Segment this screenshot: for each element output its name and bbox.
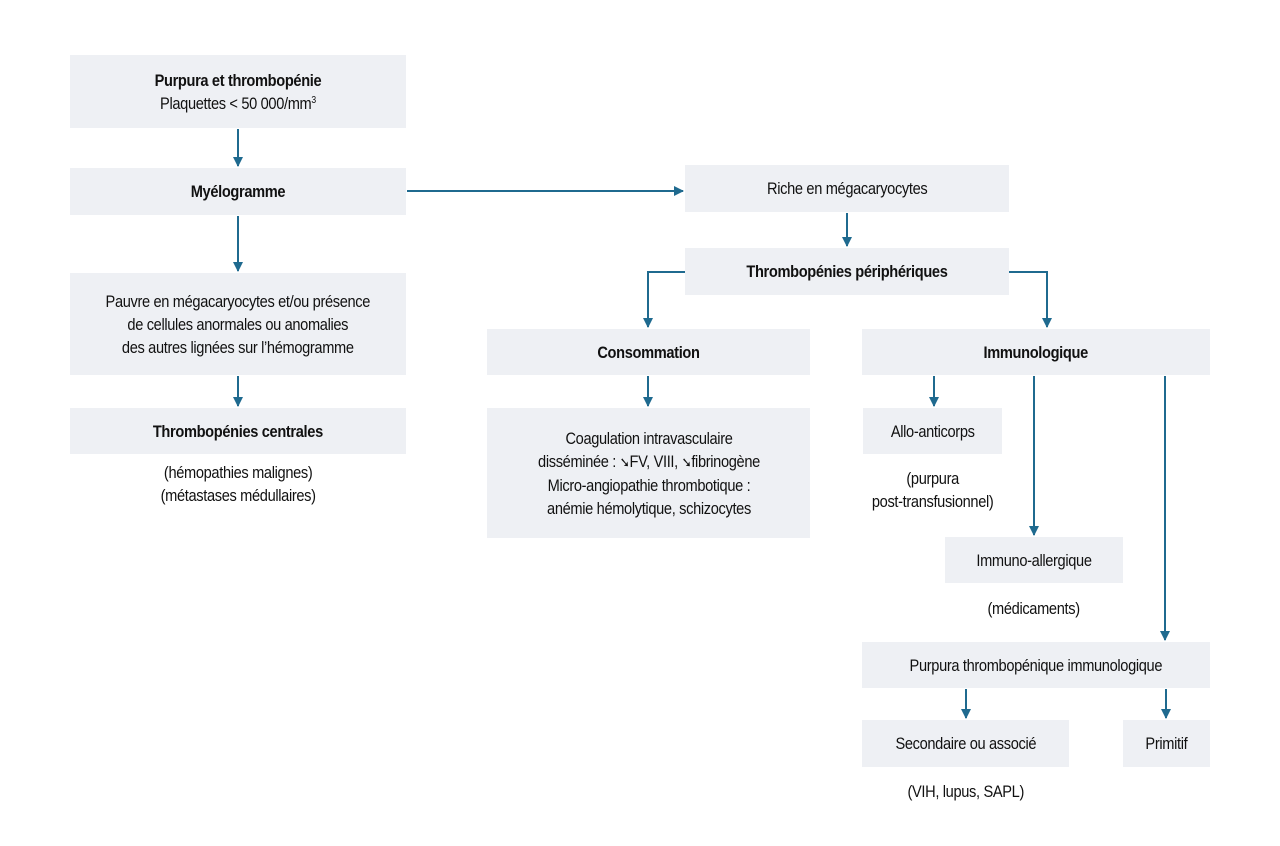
note-line: (purpura [906,469,960,488]
node-riche: Riche en mégacaryocytes [685,165,1009,212]
node-pauvre: Pauvre en mégacaryocytes et/ou présence … [70,273,406,375]
unit-exponent: 3 [311,94,316,106]
node-peripheriques-label: Thrombopénies périphériques [746,262,948,281]
note-line: (VIH, lupus, SAPL) [907,782,1024,801]
node-coagulation-line: disséminée : ➘FV, VIII, ➘fibrinogène [538,450,760,474]
note-line: (métastases médullaires) [160,486,316,505]
node-consommation: Consommation [487,329,810,375]
node-purpura: Purpura et thrombopénie Plaquettes < 50 … [70,55,406,128]
node-centrales: Thrombopénies centrales [70,408,406,454]
decrease-arrow-icon: ➘ [619,453,630,470]
node-riche-label: Riche en mégacaryocytes [766,179,928,198]
platelet-threshold: Plaquettes < 50 000/mm [160,93,312,113]
node-secondaire: Secondaire ou associé [862,720,1069,767]
note-line: (médicaments) [987,599,1081,618]
node-immuno-allergique-label: Immuno-allergique [976,550,1092,570]
node-immunologique-label: Immunologique [983,342,1089,362]
node-primitif-label: Primitif [1145,734,1188,753]
node-allo: Allo-anticorps [863,408,1002,454]
edge-peripheriques-immunologique [1009,271,1052,328]
text-fragment: disséminée : [537,451,620,471]
node-pauvre-line: Pauvre en mégacaryocytes et/ou présence [105,291,371,311]
node-centrales-notes: (hémopathies malignes) (métastases médul… [70,461,406,507]
node-pti-label: Purpura thrombopénique immunologique [909,655,1163,675]
node-purpura-subtitle: Plaquettes < 50 000/mm3 [155,92,322,115]
edge-peripheriques-consommation [643,271,685,328]
node-primitif: Primitif [1123,720,1210,767]
node-pti: Purpura thrombopénique immunologique [862,642,1210,688]
node-pauvre-line: des autres lignées sur l’hémogramme [122,337,354,357]
text-fragment: FV, VIII, [629,451,682,471]
note-line: post-transfusionnel) [872,492,994,511]
node-peripheriques: Thrombopénies périphériques [685,248,1009,295]
node-allo-notes: (purpura post-transfusionnel) [853,467,1013,513]
node-consommation-label: Consommation [597,342,700,362]
node-purpura-title: Purpura et thrombopénie [154,70,322,90]
node-immunologique: Immunologique [862,329,1210,375]
decrease-arrow-icon: ➘ [681,453,691,470]
node-coagulation: Coagulation intravasculaire disséminée :… [487,408,810,538]
node-immuno-allergique-notes: (médicaments) [945,597,1123,620]
node-coagulation-line: Coagulation intravasculaire [564,428,733,448]
node-myelogramme: Myélogramme [70,168,406,215]
node-allo-label: Allo-anticorps [890,421,975,441]
node-pauvre-line: de cellules anormales ou anomalies [127,314,349,334]
text-fragment: fibrinogène [690,451,760,471]
node-coagulation-line: anémie hémolytique, schizocytes [546,498,751,518]
node-coagulation-line: Micro-angiopathie thrombotique : [547,475,750,495]
node-immuno-allergique: Immuno-allergique [945,537,1123,583]
note-line: (hémopathies malignes) [163,463,313,482]
node-centrales-label: Thrombopénies centrales [152,421,324,441]
node-secondaire-label: Secondaire ou associé [895,734,1036,753]
node-myelogramme-label: Myélogramme [190,182,286,201]
node-secondaire-notes: (VIH, lupus, SAPL) [862,780,1069,803]
